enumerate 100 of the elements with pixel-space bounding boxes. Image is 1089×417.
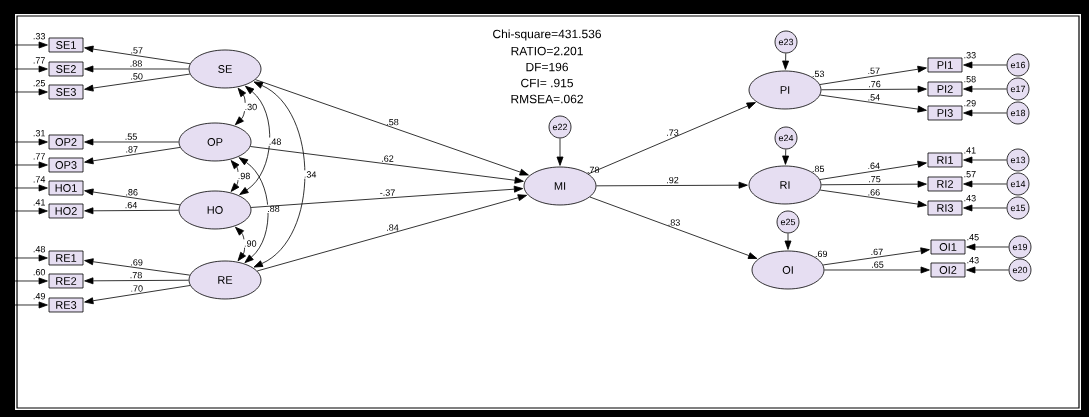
edge-label: .92 xyxy=(667,176,679,184)
value-label: .77 xyxy=(33,57,45,64)
arrow xyxy=(14,65,48,73)
edge-label: .98 xyxy=(238,172,250,180)
indicator-box: PI3 xyxy=(927,105,963,121)
arrow xyxy=(255,79,529,176)
arrow xyxy=(819,65,927,85)
edge-label: .69 xyxy=(131,259,143,266)
arrow xyxy=(84,147,181,165)
arrow xyxy=(84,45,191,65)
value-label: .41 xyxy=(964,147,976,154)
arrow xyxy=(588,102,756,175)
arrow xyxy=(14,161,48,169)
edge-label: .64 xyxy=(125,202,137,209)
arrow xyxy=(821,85,927,93)
value-label: .33 xyxy=(33,33,45,40)
indicator-box: HO1 xyxy=(48,180,84,196)
value-label: .48 xyxy=(33,246,45,253)
arrow xyxy=(596,181,748,189)
edge-label: .58 xyxy=(387,118,399,126)
arrow xyxy=(84,188,181,206)
arrow xyxy=(963,109,1007,117)
arrow xyxy=(821,180,927,188)
arrow xyxy=(230,160,240,192)
edge-label: .57 xyxy=(131,47,143,54)
arrow xyxy=(966,266,1009,274)
edge-label: .62 xyxy=(382,155,394,162)
edge-label: .86 xyxy=(126,189,138,196)
edge-label: .83 xyxy=(668,219,680,226)
edge-label: .90 xyxy=(244,240,257,247)
indicator-box: SE3 xyxy=(48,84,84,100)
arrow xyxy=(782,53,790,70)
indicator-box: PI2 xyxy=(927,81,963,97)
edge-label: .54 xyxy=(868,94,880,101)
arrow xyxy=(84,65,189,73)
arrow xyxy=(784,233,792,250)
edge-label: .88 xyxy=(130,60,142,67)
value-label: .85 xyxy=(812,165,825,173)
arrow xyxy=(966,243,1009,251)
fit-statistic: CFI= .915 xyxy=(521,78,573,88)
value-label: .45 xyxy=(967,234,979,241)
edge-label: .66 xyxy=(868,189,880,196)
edge-label: .67 xyxy=(871,248,883,255)
indicator-box: OI1 xyxy=(930,239,966,255)
arrow xyxy=(253,81,306,268)
fit-statistic: RMSEA=.062 xyxy=(511,94,583,104)
edge-label: .50 xyxy=(131,73,143,80)
arrow xyxy=(84,138,179,146)
arrow xyxy=(822,247,930,266)
arrow xyxy=(819,94,927,113)
value-label: .43 xyxy=(967,257,979,264)
indicator-box: RE1 xyxy=(48,250,84,266)
indicator-box: OI2 xyxy=(930,262,966,278)
arrow xyxy=(824,266,930,274)
value-label: .78 xyxy=(587,166,600,174)
fit-statistic: DF=196 xyxy=(526,62,568,72)
indicator-box: HO2 xyxy=(48,203,84,219)
value-label: .31 xyxy=(33,130,45,137)
edge-label: .84 xyxy=(387,224,399,231)
edge-label: .70 xyxy=(131,285,143,292)
value-label: .43 xyxy=(964,195,976,202)
arrow xyxy=(14,41,48,49)
value-label: .49 xyxy=(33,293,45,300)
value-label: .33 xyxy=(964,52,976,59)
arrow xyxy=(963,85,1007,93)
arrow xyxy=(238,157,269,264)
indicator-box: RE2 xyxy=(48,273,84,289)
arrow xyxy=(14,138,48,146)
arrow xyxy=(14,88,48,96)
arrow xyxy=(84,285,191,305)
arrow xyxy=(782,149,790,165)
arrow xyxy=(963,204,1007,212)
arrow xyxy=(963,180,1007,188)
indicator-box: RE3 xyxy=(48,297,84,313)
arrow xyxy=(14,207,48,215)
value-label: .60 xyxy=(33,269,46,276)
edge-label: .76 xyxy=(869,80,881,88)
arrow xyxy=(819,160,927,180)
value-label: .29 xyxy=(964,100,976,107)
arrow xyxy=(589,196,758,259)
edge-label: .64 xyxy=(868,162,880,169)
arrow xyxy=(963,156,1007,164)
indicator-box: PI1 xyxy=(927,57,963,73)
arrow xyxy=(256,194,528,272)
value-label: .58 xyxy=(964,76,976,83)
value-label: .41 xyxy=(33,199,45,206)
indicator-box: SE2 xyxy=(48,61,84,77)
indicator-box: SE1 xyxy=(48,37,84,53)
edge-label: .87 xyxy=(126,146,138,153)
edge-label: .73 xyxy=(667,129,679,136)
value-label: .77 xyxy=(33,153,45,160)
arrow xyxy=(14,254,48,262)
edge-label: .75 xyxy=(869,175,881,183)
edge-label: .34 xyxy=(304,171,317,178)
arrow xyxy=(239,85,270,195)
arrow xyxy=(250,146,524,184)
value-label: .57 xyxy=(964,171,976,178)
value-label: .69 xyxy=(815,250,828,258)
indicator-box: RI2 xyxy=(927,176,963,192)
edge-label: .78 xyxy=(130,272,142,279)
